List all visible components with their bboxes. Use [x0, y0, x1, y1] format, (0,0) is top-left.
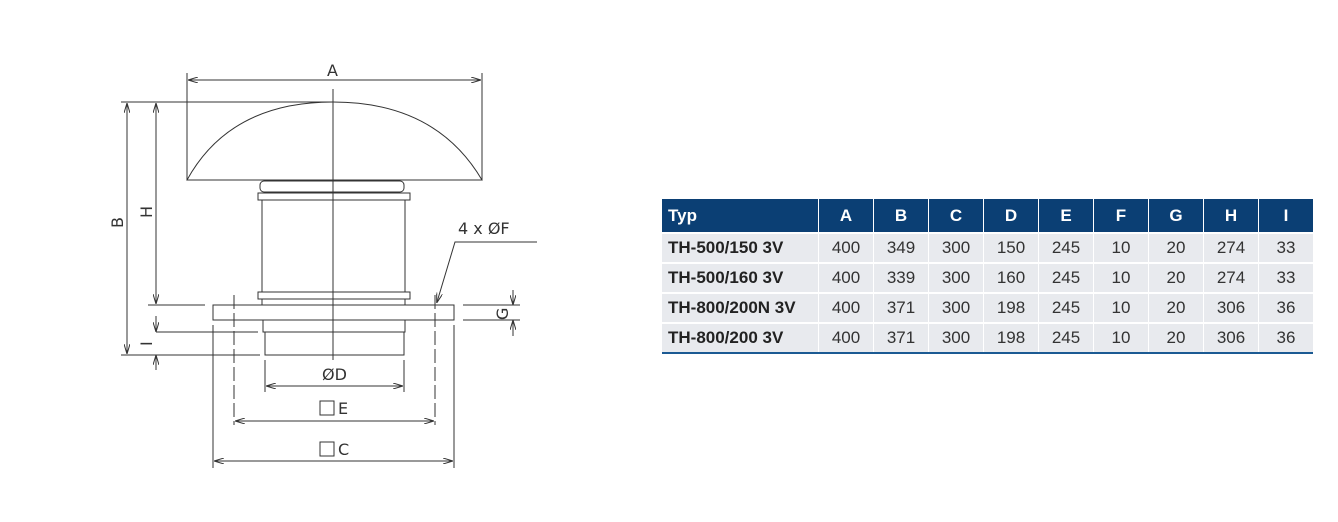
- label-e: E: [338, 399, 348, 418]
- cell-f: 10: [1093, 322, 1149, 353]
- header-g: G: [1148, 199, 1204, 233]
- cell-g: 20: [1148, 262, 1204, 293]
- label-b: B: [108, 217, 127, 228]
- cell-a: 400: [818, 322, 874, 353]
- cell-g: 20: [1148, 322, 1204, 353]
- cell-c: 300: [928, 292, 984, 323]
- cell-h: 274: [1203, 232, 1259, 263]
- header-e: E: [1038, 199, 1094, 233]
- cell-i: 36: [1258, 322, 1313, 353]
- header-typ: Typ: [662, 199, 819, 233]
- technical-drawing: A B H I G 4 x ØF ØD E C: [108, 61, 537, 468]
- bellows: [259, 180, 405, 193]
- cell-f: 10: [1093, 232, 1149, 263]
- cell-typ: TH-800/200 3V: [662, 322, 819, 353]
- cell-c: 300: [928, 232, 984, 263]
- cell-d: 160: [983, 262, 1039, 293]
- cell-i: 36: [1258, 292, 1313, 323]
- cell-g: 20: [1148, 232, 1204, 263]
- cell-a: 400: [818, 262, 874, 293]
- header-b: B: [873, 199, 929, 233]
- outlet-pipe: [264, 331, 405, 356]
- label-f: 4 x ØF: [458, 219, 510, 238]
- cell-h: 306: [1203, 322, 1259, 353]
- cell-typ: TH-500/160 3V: [662, 262, 819, 293]
- cell-a: 400: [818, 232, 874, 263]
- cell-c: 300: [928, 322, 984, 353]
- cell-c: 300: [928, 262, 984, 293]
- header-d: D: [983, 199, 1039, 233]
- cell-g: 20: [1148, 292, 1204, 323]
- cell-i: 33: [1258, 262, 1313, 293]
- label-h: H: [137, 206, 156, 218]
- cell-b: 349: [873, 232, 929, 263]
- cell-b: 371: [873, 292, 929, 323]
- cell-h: 306: [1203, 292, 1259, 323]
- cell-h: 274: [1203, 262, 1259, 293]
- cell-f: 10: [1093, 262, 1149, 293]
- cell-d: 198: [983, 292, 1039, 323]
- cell-d: 198: [983, 322, 1039, 353]
- cell-f: 10: [1093, 292, 1149, 323]
- header-i: I: [1258, 199, 1313, 233]
- cell-e: 245: [1038, 292, 1094, 323]
- label-c: C: [338, 440, 349, 459]
- cap: [186, 101, 483, 181]
- header-f: F: [1093, 199, 1149, 233]
- cell-e: 245: [1038, 232, 1094, 263]
- header-a: A: [818, 199, 874, 233]
- table-header-row: Typ A B C D E F G H I: [662, 199, 1313, 233]
- cell-b: 371: [873, 322, 929, 353]
- cell-typ: TH-800/200N 3V: [662, 292, 819, 323]
- cell-d: 150: [983, 232, 1039, 263]
- cell-b: 339: [873, 262, 929, 293]
- header-c: C: [928, 199, 984, 233]
- cell-e: 245: [1038, 262, 1094, 293]
- label-a: A: [327, 61, 338, 80]
- label-i: I: [137, 341, 156, 346]
- cell-typ: TH-500/150 3V: [662, 232, 819, 263]
- label-d: ØD: [322, 365, 347, 384]
- label-g: G: [493, 308, 512, 320]
- cell-i: 33: [1258, 232, 1313, 263]
- cell-e: 245: [1038, 322, 1094, 353]
- cell-a: 400: [818, 292, 874, 323]
- header-h: H: [1203, 199, 1259, 233]
